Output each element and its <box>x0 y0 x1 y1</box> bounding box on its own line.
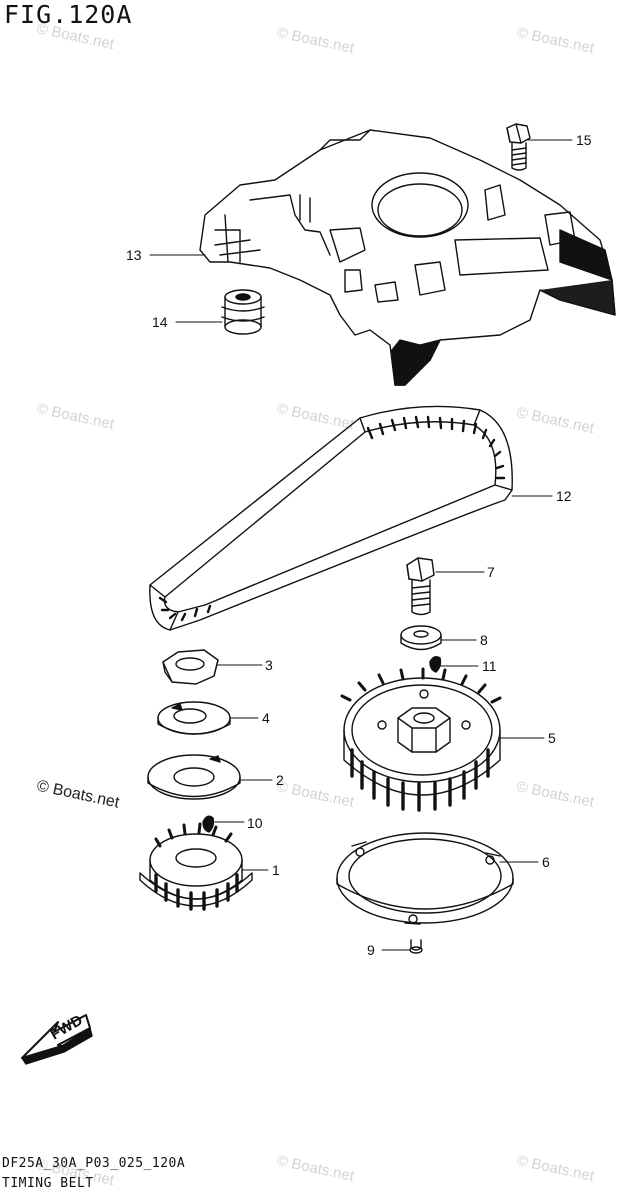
callout-10: 10 <box>247 815 263 831</box>
fwd-arrow <box>21 1014 93 1065</box>
callout-1: 1 <box>272 862 280 878</box>
timing-belt-cover <box>199 129 616 386</box>
callout-5: 5 <box>548 730 556 746</box>
plate-4 <box>157 701 231 735</box>
figure-name: TIMING BELT <box>2 1176 94 1191</box>
grommet <box>221 289 265 335</box>
callout-3: 3 <box>265 657 273 673</box>
guide-plate-6 <box>336 832 514 925</box>
callout-14: 14 <box>152 314 168 330</box>
bolt-7 <box>406 557 435 616</box>
washer-8 <box>400 625 442 651</box>
callout-7: 7 <box>487 564 495 580</box>
crankshaft-pulley <box>139 822 253 911</box>
callout-12: 12 <box>556 488 572 504</box>
leader-lines <box>149 139 573 951</box>
callout-13: 13 <box>126 247 142 263</box>
key-10 <box>202 815 215 833</box>
callout-11: 11 <box>482 658 497 674</box>
callout-2: 2 <box>276 772 284 788</box>
callout-15: 15 <box>576 132 592 148</box>
callout-4: 4 <box>262 710 270 726</box>
nut-3 <box>162 649 219 685</box>
callout-8: 8 <box>480 632 488 648</box>
callout-6: 6 <box>542 854 550 870</box>
key-11 <box>429 655 442 673</box>
timing-belt <box>149 405 513 631</box>
plate-2 <box>147 754 241 800</box>
figure-title: FIG.120A <box>4 0 133 29</box>
screw-9 <box>409 939 423 954</box>
figure-code: DF25A_30A_P03_025_120A <box>2 1156 186 1171</box>
camshaft-pulley <box>340 667 502 812</box>
bolt-15 <box>506 123 531 171</box>
callout-9: 9 <box>367 942 375 958</box>
